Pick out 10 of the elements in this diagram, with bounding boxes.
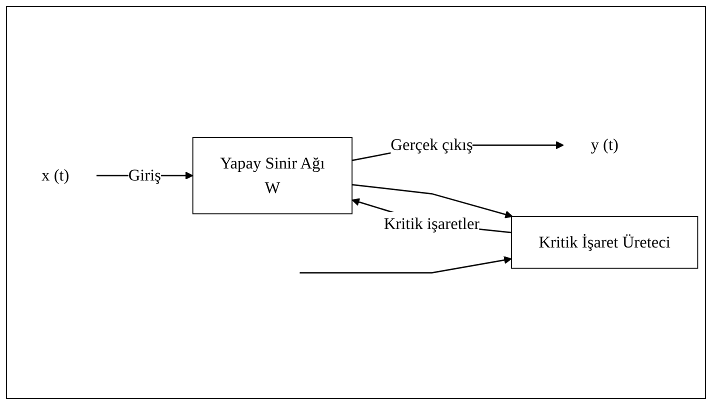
node-box — [192, 136, 352, 214]
diagram-frame: Giriş Gerçek çıkış Kritik işaretler x (t) Yapay Sinir Ağı W y (t) Kritik İşaret Üreteci — [6, 6, 706, 399]
node-text: x (t) — [42, 166, 70, 184]
node-box — [511, 216, 698, 268]
arrow — [352, 184, 513, 218]
node-text: y (t) — [590, 135, 618, 154]
edge-label: Giriş — [128, 166, 162, 184]
edge-label: Gerçek çıkış — [390, 135, 473, 154]
arrow — [300, 256, 512, 274]
edge-label: Kritik işaretler — [384, 214, 480, 232]
